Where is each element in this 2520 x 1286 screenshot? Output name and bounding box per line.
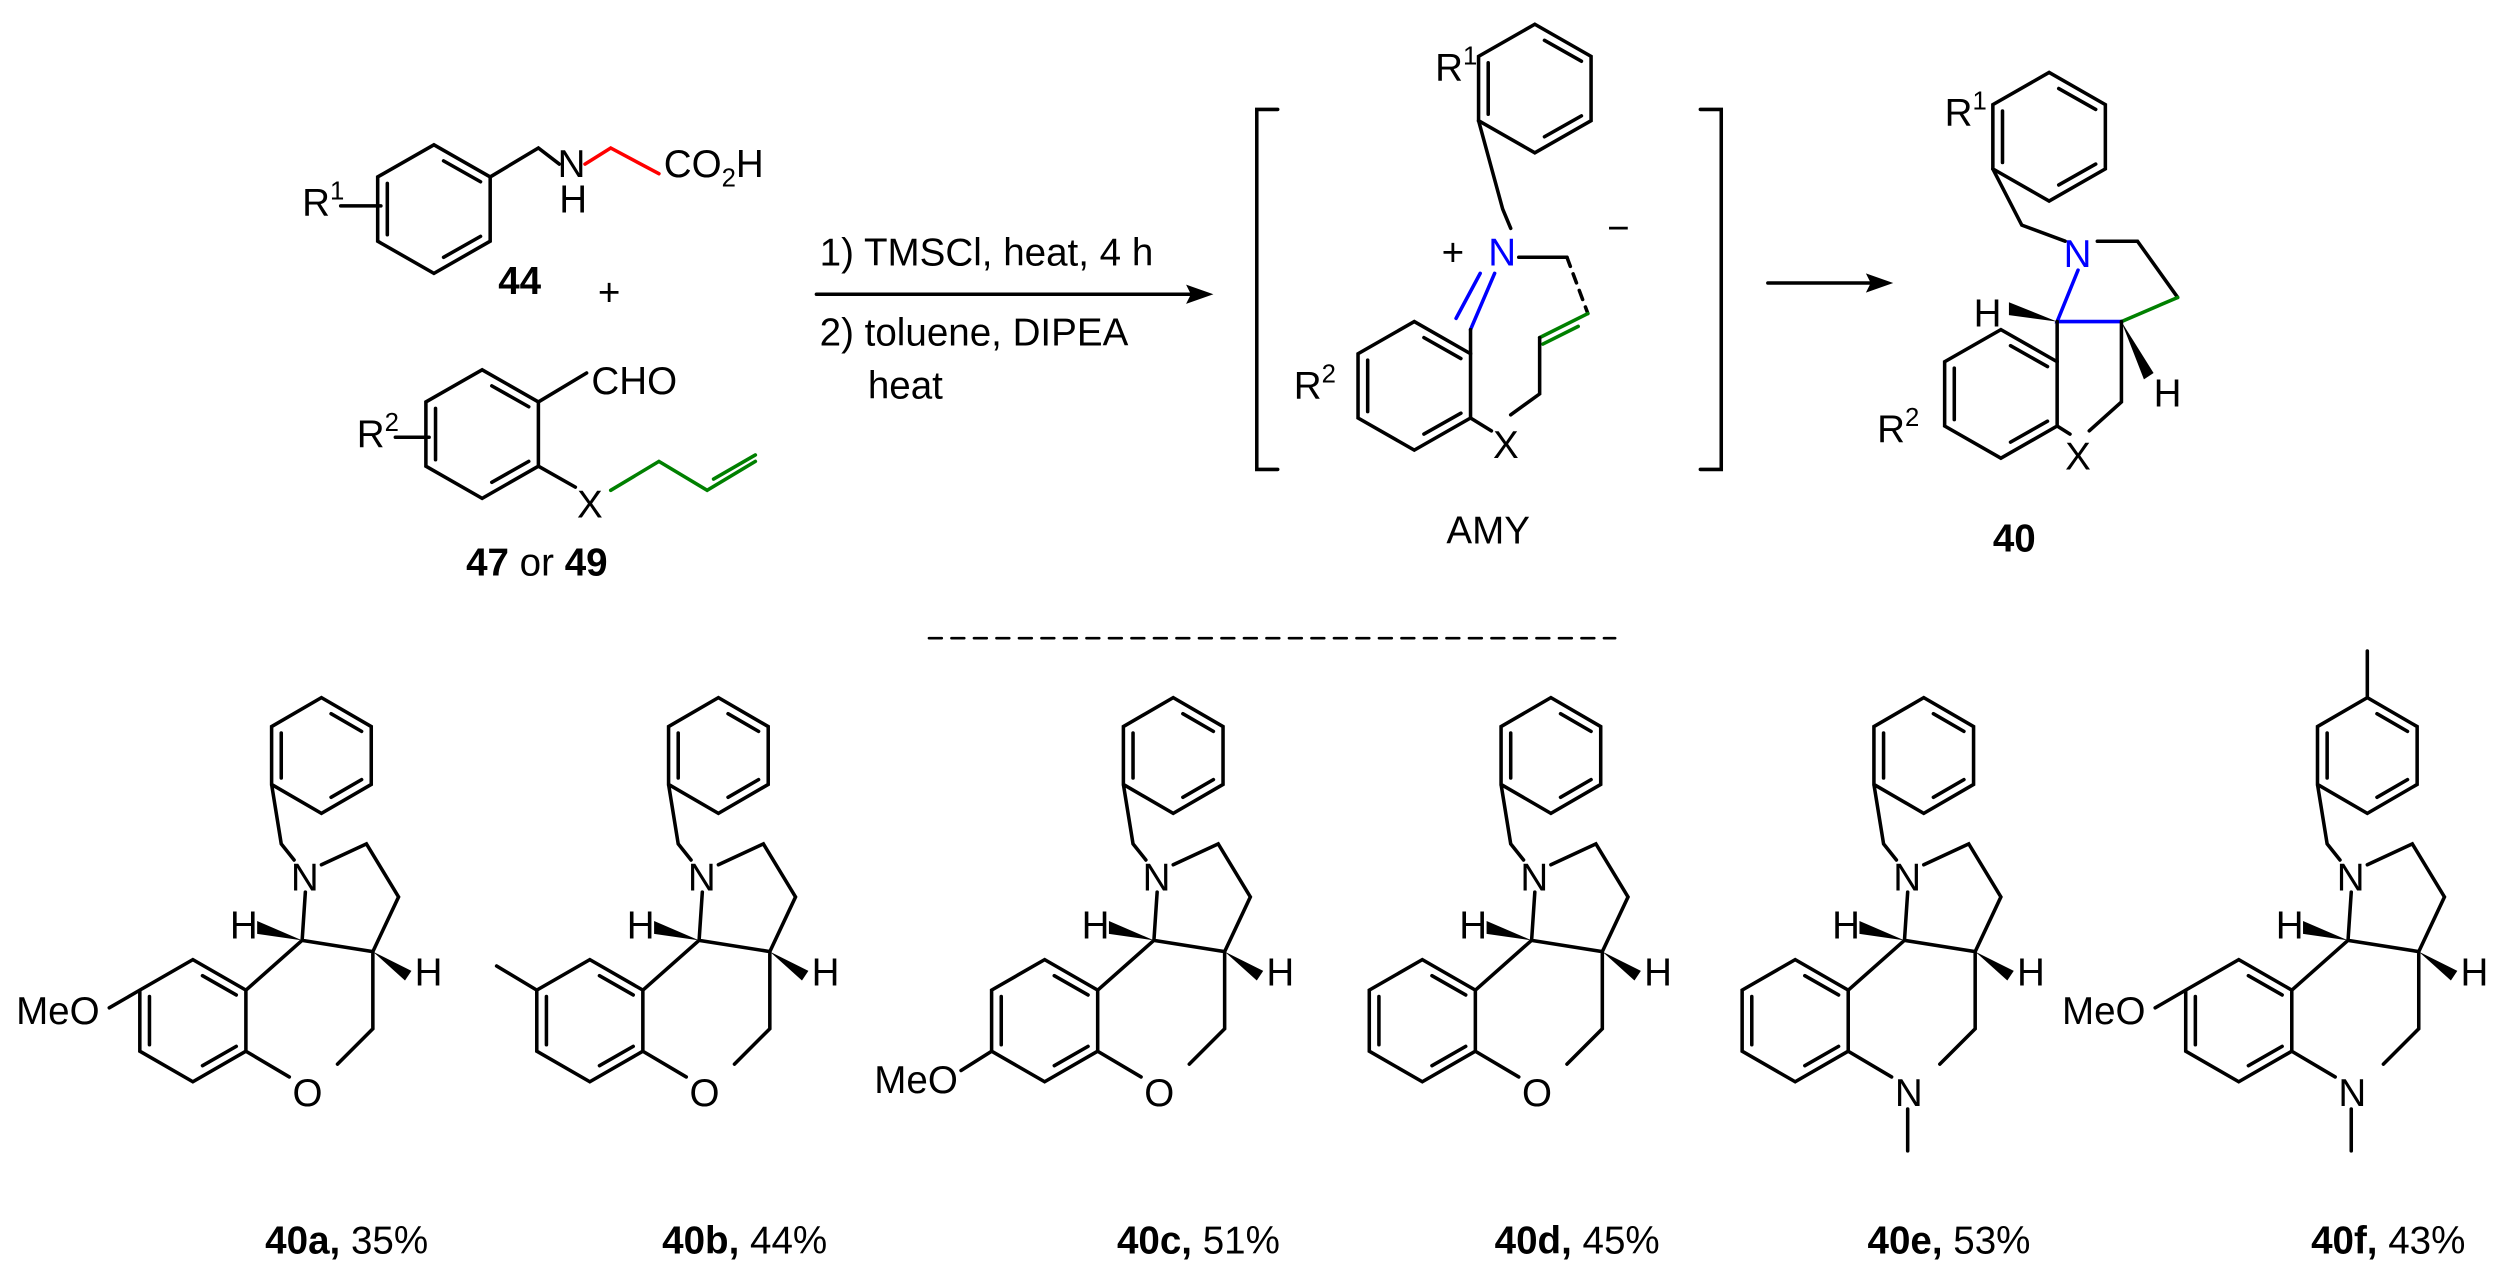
compound-label: 40f, 43% [2311,1220,2465,1263]
hydrogen-atom: H [627,905,655,948]
nitrogen-atom: N [1143,856,1171,899]
reactant-47-49: CHO X R2 47 or 49 [357,360,758,585]
product-40-label: 40 [1993,517,2036,560]
wedge-bond [2303,921,2349,941]
ring-heteroatom: N [1895,1072,1923,1115]
nitrogen-atom: N [1520,856,1548,899]
hydrogen-atom: H [415,951,443,994]
hydrogen-atom: H [2461,951,2489,994]
compound-label-44: 44 [498,260,541,303]
nitrogen-atom: N [1893,856,1921,899]
amy-label: AMY [1446,509,1530,552]
carboxylic-acid: CO2H [664,143,764,193]
nitrogen-atom: N [2337,856,2365,899]
wedge-bond [654,921,700,941]
ring-heteroatom: N [2338,1072,2366,1115]
r1-label: R1 [302,177,344,224]
wedge-bond [372,951,412,981]
skeletal-bonds [494,695,798,1084]
r2-label: R2 [357,409,399,456]
compound-label: 40a, 35% [265,1220,428,1263]
product-40: R1 N H H X R2 40 [1877,70,2182,560]
compound-label-47-49: 47 or 49 [466,542,608,585]
skeletal-bonds [2153,649,2447,1153]
wedge-bond [2418,951,2458,981]
methoxy-substituent: MeO [2062,990,2146,1033]
amine-h: H [559,178,587,221]
hydrogen-atom: H [1832,905,1860,948]
reaction-arrow-2 [1766,273,1894,293]
amy-negative-charge: − [1607,207,1630,250]
product-40-h2: H [2154,373,2182,416]
compound-label: 40e, 53% [1868,1220,2031,1263]
wedge-bond [769,951,809,981]
amy-r2: R2 [1294,361,1336,408]
methoxy-substituent: MeO [16,990,100,1033]
compound-label: 40d, 45% [1495,1220,1660,1263]
plus-sign: + [598,272,621,315]
compound-label: 40b, 44% [662,1220,827,1263]
product-40-r1: R1 [1945,87,1987,134]
product-40-r2: R2 [1877,404,1919,451]
hydrogen-atom: H [2017,951,2045,994]
hydrogen-atom: H [1459,905,1487,948]
compound-label: 40c, 51% [1117,1220,1280,1263]
ring-heteroatom: O [1522,1072,1552,1115]
wedge-bond [1486,921,1532,941]
amy-r1: R1 [1435,42,1477,89]
condition-step-1: 1) TMSCl, heat, 4 h [820,231,1154,274]
wedge-bond [257,921,303,941]
wedge-bond [1975,951,2014,981]
condition-step-2-heat: heat [868,365,943,408]
skeletal-bonds [959,695,1253,1084]
reactant-44: R1 N H CO2H 44 + [302,142,764,315]
nitrogen-atom: N [688,856,716,899]
heteroatom-x: X [577,484,603,527]
amine-n: N [558,143,586,186]
ring-heteroatom: O [689,1072,719,1115]
hydrogen-atom: H [1082,905,1110,948]
hydrogen-atom: H [230,905,258,948]
hydrogen-atom: H [2276,905,2304,948]
skeletal-bonds [107,695,401,1084]
product-40-x: X [2065,435,2091,478]
reaction-arrow-1: 1) TMSCl, heat, 4 h 2) toluene, DIPEA he… [814,231,1214,408]
product-40-h1: H [1974,292,2002,335]
aldehyde-cho: CHO [591,360,677,403]
hydrogen-atom: H [812,951,840,994]
ring-heteroatom: O [1144,1072,1174,1115]
hydrogen-atom: H [1266,951,1294,994]
wedge-bond [1859,921,1905,941]
nitrogen-atom: N [291,856,319,899]
ring-heteroatom: O [293,1072,323,1115]
wedge-bond [1602,951,1641,981]
wedge-bond [1224,951,1264,981]
skeletal-bonds [1740,695,2003,1153]
amy-positive-charge: + [1442,231,1465,274]
methoxy-substituent: MeO [874,1059,958,1102]
amy-iminium-n: N [1488,231,1516,274]
intermediate-amy: R1 + N − X R2 AMY [1255,22,1724,552]
hydrogen-atom: H [1644,951,1672,994]
wedge-bond [1108,921,1154,941]
amy-x: X [1493,424,1519,467]
skeletal-bonds [1367,695,1631,1084]
condition-step-2: 2) toluene, DIPEA [820,312,1129,355]
